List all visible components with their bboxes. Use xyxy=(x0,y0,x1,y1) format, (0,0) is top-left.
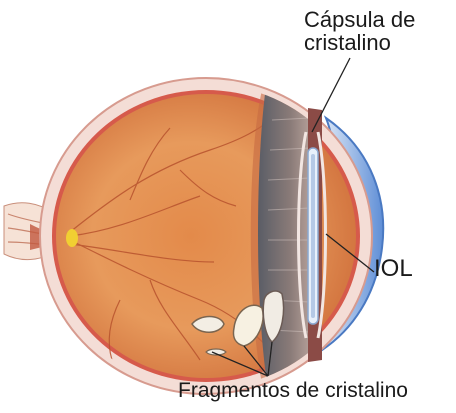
capsule-label-line2: cristalino xyxy=(304,31,415,54)
intraocular-lens xyxy=(308,148,318,324)
optic-disc xyxy=(66,229,78,247)
capsule-label: Cápsula de cristalino xyxy=(304,8,415,54)
fragments-label: Fragmentos de cristalino xyxy=(178,380,408,402)
iol-label: IOL xyxy=(374,256,413,281)
ciliary-body xyxy=(258,86,312,390)
capsule-label-line1: Cápsula de xyxy=(304,8,415,31)
